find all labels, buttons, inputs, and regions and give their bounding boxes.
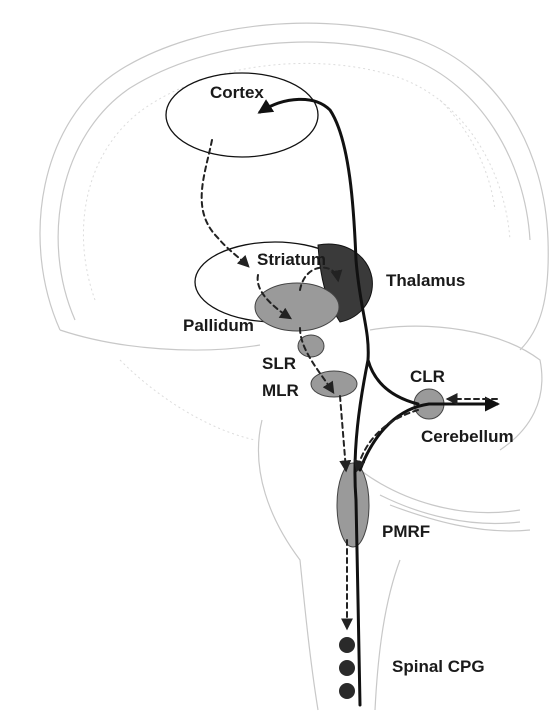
ascending-pathway-to-cortex (260, 99, 368, 705)
mlr-to-pmrf-dashed (340, 396, 346, 470)
pmrf-region (337, 463, 369, 547)
cpg-node (339, 660, 355, 676)
label-mlr: MLR (262, 381, 299, 400)
label-thalamus: Thalamus (386, 271, 465, 290)
pallidum-region (255, 283, 339, 331)
spinal-cpg-nodes (339, 637, 355, 699)
label-pallidum: Pallidum (183, 316, 254, 335)
label-pmrf: PMRF (382, 522, 430, 541)
label-clr: CLR (410, 367, 445, 386)
label-cortex: Cortex (210, 83, 264, 102)
cortex-to-striatum-dashed (202, 140, 248, 266)
mlr-region (311, 371, 357, 397)
label-slr: SLR (262, 354, 296, 373)
cpg-node (339, 637, 355, 653)
clr-to-pmrf-dashed (357, 410, 418, 470)
cpg-node (339, 683, 355, 699)
label-spinal-cpg: Spinal CPG (392, 657, 485, 676)
label-striatum: Striatum (257, 250, 326, 269)
label-cerebellum: Cerebellum (421, 427, 514, 446)
